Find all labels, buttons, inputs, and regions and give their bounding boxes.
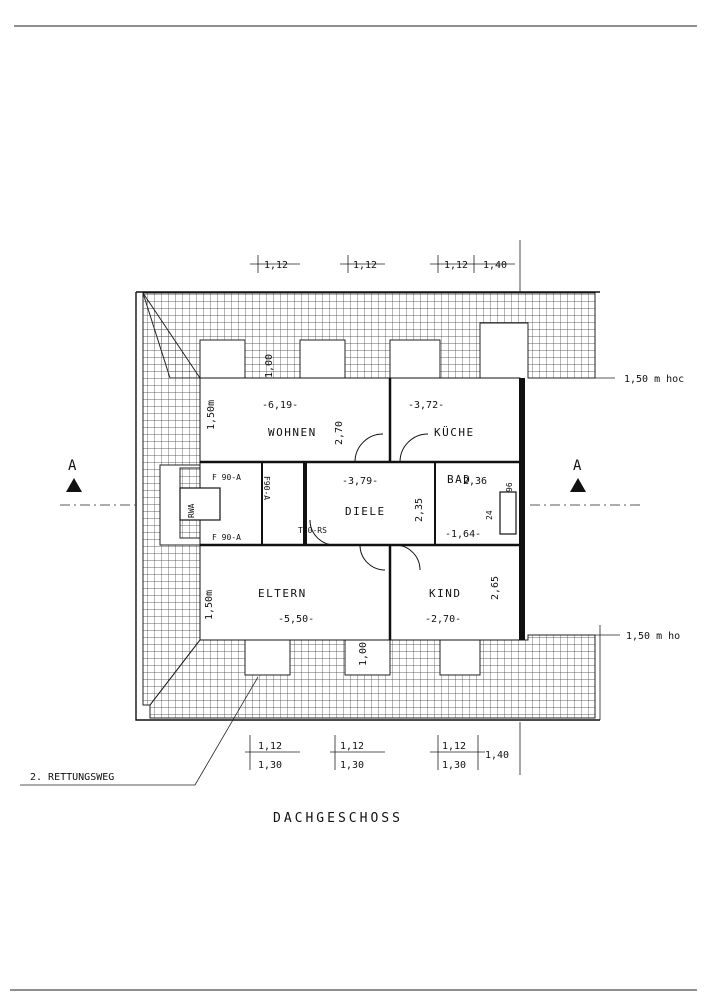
outer-roof-outline xyxy=(135,291,600,721)
room-label-kueche: KÜCHE xyxy=(434,426,475,439)
section-marker-right: A xyxy=(573,458,582,474)
bottom-dim-right: 1,40 xyxy=(485,750,509,761)
bottom-dimension-lines xyxy=(245,722,521,775)
top-dim-4: 1,40 xyxy=(483,260,507,271)
rettungsweg-leader-line xyxy=(20,676,259,786)
side-markers xyxy=(595,377,620,720)
dim-bad-small-2: 24 xyxy=(485,510,494,520)
bottom-dim-upper-1: 1,12 xyxy=(258,741,282,752)
dim-bad-small-3: -1,64- xyxy=(445,529,481,540)
dim-top-window-height: 1,00 xyxy=(264,354,275,378)
section-marker-left: A xyxy=(68,458,77,474)
room-label-kind: KIND xyxy=(429,587,462,600)
dim-left-height-top: 1,50m xyxy=(206,400,217,430)
dim-kind-height: 2,65 xyxy=(490,576,501,600)
rettungsweg-callout: 2. RETTUNGSWEG xyxy=(30,772,114,783)
room-label-eltern: ELTERN xyxy=(258,587,307,600)
dim-bad-small-1: 96 xyxy=(505,482,514,492)
dim-kueche-width: -3,72- xyxy=(408,400,444,411)
bottom-dim-upper-2: 1,12 xyxy=(340,741,364,752)
room-label-diele: DIELE xyxy=(345,505,386,518)
dim-bad-width: 2,36 xyxy=(463,476,487,487)
wall-label-f90-top: F 90-A xyxy=(212,473,241,482)
wall-label-f90-vertical: F90-A xyxy=(262,476,271,500)
wall-label-t30: T30-RS xyxy=(298,526,327,535)
roof-bottom-band xyxy=(149,634,596,719)
wall-label-rwa: RWA xyxy=(187,503,196,518)
side-note-bottom-right: 1,50 m ho xyxy=(626,631,680,642)
doors xyxy=(309,433,429,571)
top-dim-3: 1,12 xyxy=(444,260,468,271)
drawing-title: DACHGESCHOSS xyxy=(273,811,403,826)
dim-left-height-bottom: 1,50m xyxy=(204,590,215,620)
door-wohnen xyxy=(354,433,384,463)
door-stair xyxy=(309,519,336,546)
bottom-dim-lower-1: 1,30 xyxy=(258,760,282,771)
dim-wohnen-width: -6,19- xyxy=(262,400,298,411)
door-kind xyxy=(394,544,421,571)
bottom-dim-upper-3: 1,12 xyxy=(442,741,466,752)
top-dim-2: 1,12 xyxy=(353,260,377,271)
dim-bottom-window-height: 1,00 xyxy=(358,642,369,666)
bottom-dim-lower-3: 1,30 xyxy=(442,760,466,771)
dim-wohnen-height: 2,70 xyxy=(334,421,345,445)
roof-top-band xyxy=(142,292,596,379)
side-note-top-right: 1,50 m hoc xyxy=(624,374,684,385)
door-kueche xyxy=(399,433,429,463)
interior-walls xyxy=(200,378,525,640)
stair-element xyxy=(179,487,221,521)
dim-diele-width: -3,79- xyxy=(342,476,378,487)
section-arrow-right-icon xyxy=(570,478,586,492)
living-floor-area xyxy=(199,377,521,641)
room-label-wohnen: WOHNEN xyxy=(268,426,317,439)
top-dim-1: 1,12 xyxy=(264,260,288,271)
bottom-dim-lower-2: 1,30 xyxy=(340,760,364,771)
dim-diele-height: 2,35 xyxy=(414,498,425,522)
dim-eltern-width: -5,50- xyxy=(278,614,314,625)
wall-label-f90-bottom: F 90-A xyxy=(212,533,241,542)
room-label-bad: BAD xyxy=(447,473,471,486)
top-dimension-lines xyxy=(250,240,521,292)
dim-kind-width: -2,70- xyxy=(425,614,461,625)
section-arrow-left-icon xyxy=(66,478,82,492)
door-eltern xyxy=(359,544,386,571)
bath-fixture xyxy=(499,491,517,535)
